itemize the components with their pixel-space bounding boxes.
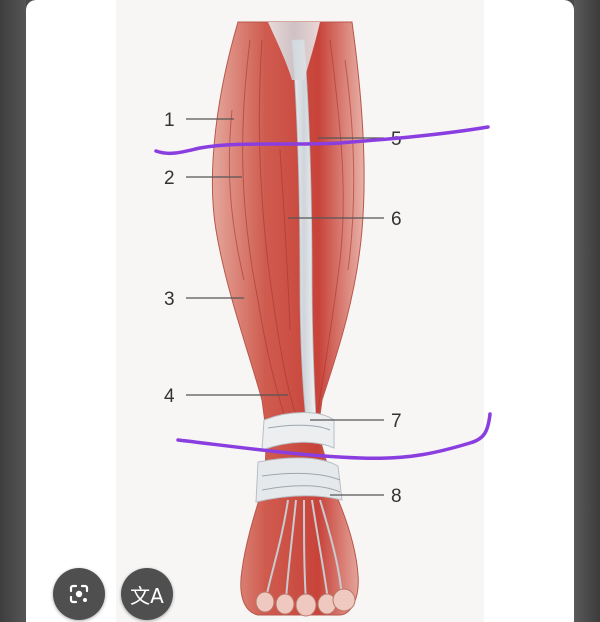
- label-1: 1: [164, 110, 175, 131]
- translate-button[interactable]: 文A: [121, 568, 173, 620]
- toes: [255, 588, 356, 617]
- label-8: 8: [391, 486, 402, 507]
- annotation-line-upper: [154, 125, 490, 156]
- leg-silhouette: [211, 21, 365, 616]
- ankle-band: [261, 412, 335, 451]
- left-backdrop: [0, 0, 26, 622]
- upper-tendon: [268, 22, 320, 80]
- foot-band: [255, 457, 343, 503]
- label-2: 2: [164, 168, 175, 189]
- right-backdrop: [574, 0, 600, 622]
- google-lens-button[interactable]: [53, 568, 105, 620]
- google-lens-icon: [69, 584, 89, 604]
- toe-tendons: [265, 499, 343, 603]
- band-lines: [261, 424, 341, 493]
- annotation-line-lower: [176, 412, 492, 461]
- translate-icon: 文A: [130, 583, 164, 608]
- leader-lines: [186, 118, 384, 496]
- label-3: 3: [164, 289, 175, 310]
- label-7: 7: [391, 411, 402, 432]
- label-4: 4: [164, 386, 175, 407]
- muscle-striations: [228, 39, 355, 421]
- label-6: 6: [391, 209, 402, 230]
